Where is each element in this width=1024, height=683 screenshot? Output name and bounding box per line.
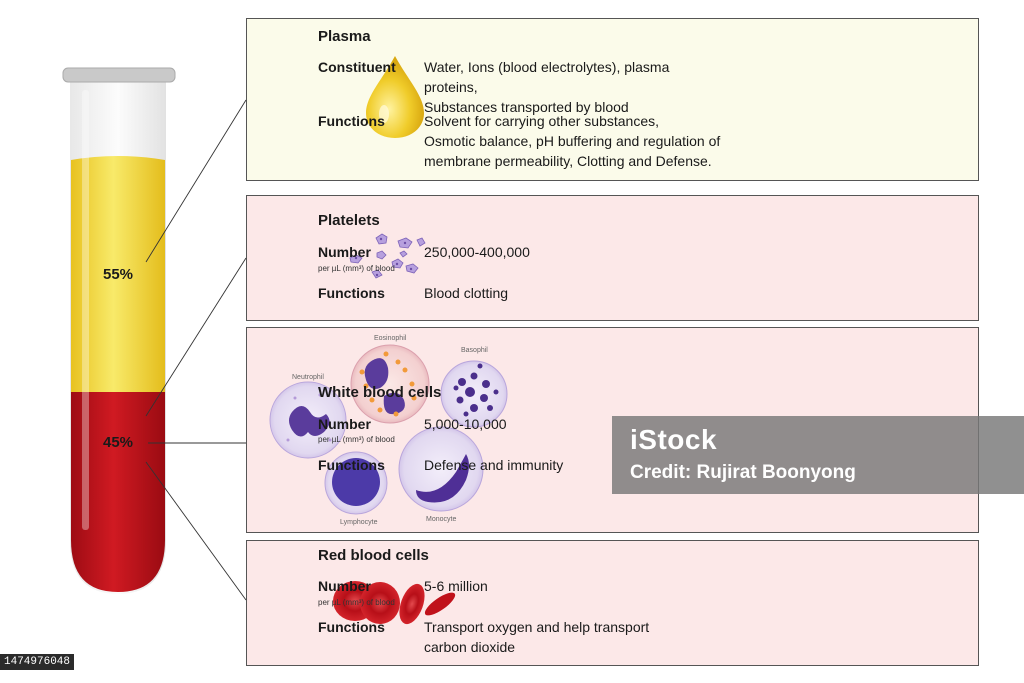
wbc-number-label: Number [318, 416, 371, 432]
wbc-functions-label: Functions [318, 457, 385, 473]
plasma-constituent-label: Constituent [318, 59, 396, 75]
platelets-functions-value: Blood clotting [424, 285, 509, 301]
eosinophil-label: Eosinophil [374, 335, 407, 342]
rbc-title: Red blood cells [318, 547, 429, 564]
platelets-functions-label: Functions [318, 285, 385, 301]
watermark-banner: iStock Credit: Rujirat Boonyong [612, 416, 1024, 494]
rbc-number-value: 5-6 million [424, 578, 488, 594]
rbc-number-unit: per µL (mm³) of blood [318, 598, 395, 607]
watermark-credit: Credit: Rujirat Boonyong [630, 462, 856, 483]
watermark-brand: iStock [630, 424, 718, 455]
monocyte-label: Monocyte [426, 516, 457, 523]
platelets-number-unit: per µL (mm³) of blood [318, 264, 395, 273]
plasma-layer [71, 156, 165, 392]
plasma-panel [246, 18, 979, 181]
red-blood-cells-icon [333, 581, 456, 625]
wbc-number-value: 5,000-10,000 [424, 416, 507, 432]
platelets-title: Platelets [318, 212, 380, 229]
platelets-panel [246, 195, 979, 321]
platelets-number-label: Number [318, 244, 371, 260]
rbc-functions-label: Functions [318, 619, 385, 635]
rbc-functions-value: Transport oxygen and help transport carb… [424, 619, 650, 655]
plasma-functions-label: Functions [318, 113, 385, 129]
monocyte-cell [398, 426, 484, 512]
plasma-title: Plasma [318, 28, 371, 45]
platelets-number-value: 250,000-400,000 [424, 244, 530, 260]
rbc-number-label: Number [318, 578, 371, 594]
cells-percent-label: 45% [103, 434, 134, 451]
test-tube [62, 67, 176, 594]
wbc-functions-value: Defense and immunity [424, 457, 564, 473]
wbc-title: White blood cells [318, 384, 442, 401]
eosinophil-cell [350, 344, 430, 424]
lymphocyte-label: Lymphocyte [340, 519, 378, 526]
plasma-percent-label: 55% [103, 266, 134, 283]
neutrophil-label: Neutrophil [292, 374, 324, 381]
plasma-functions-value: Solvent for carrying other substances, O… [424, 113, 721, 169]
plasma-constituent-value: Water, Ions (blood electrolytes), plasma… [424, 59, 670, 115]
basophil-label: Basophil [461, 347, 488, 354]
wbc-number-unit: per µL (mm³) of blood [318, 435, 395, 444]
basophil-cell [440, 360, 508, 428]
stock-id-badge: 1474976048 [0, 654, 75, 670]
connector-lines [145, 99, 247, 601]
tube-rim [62, 67, 176, 83]
lymphocyte-cell [324, 451, 388, 515]
blood-cell-layer [71, 392, 165, 592]
neutrophil-cell [269, 381, 347, 459]
